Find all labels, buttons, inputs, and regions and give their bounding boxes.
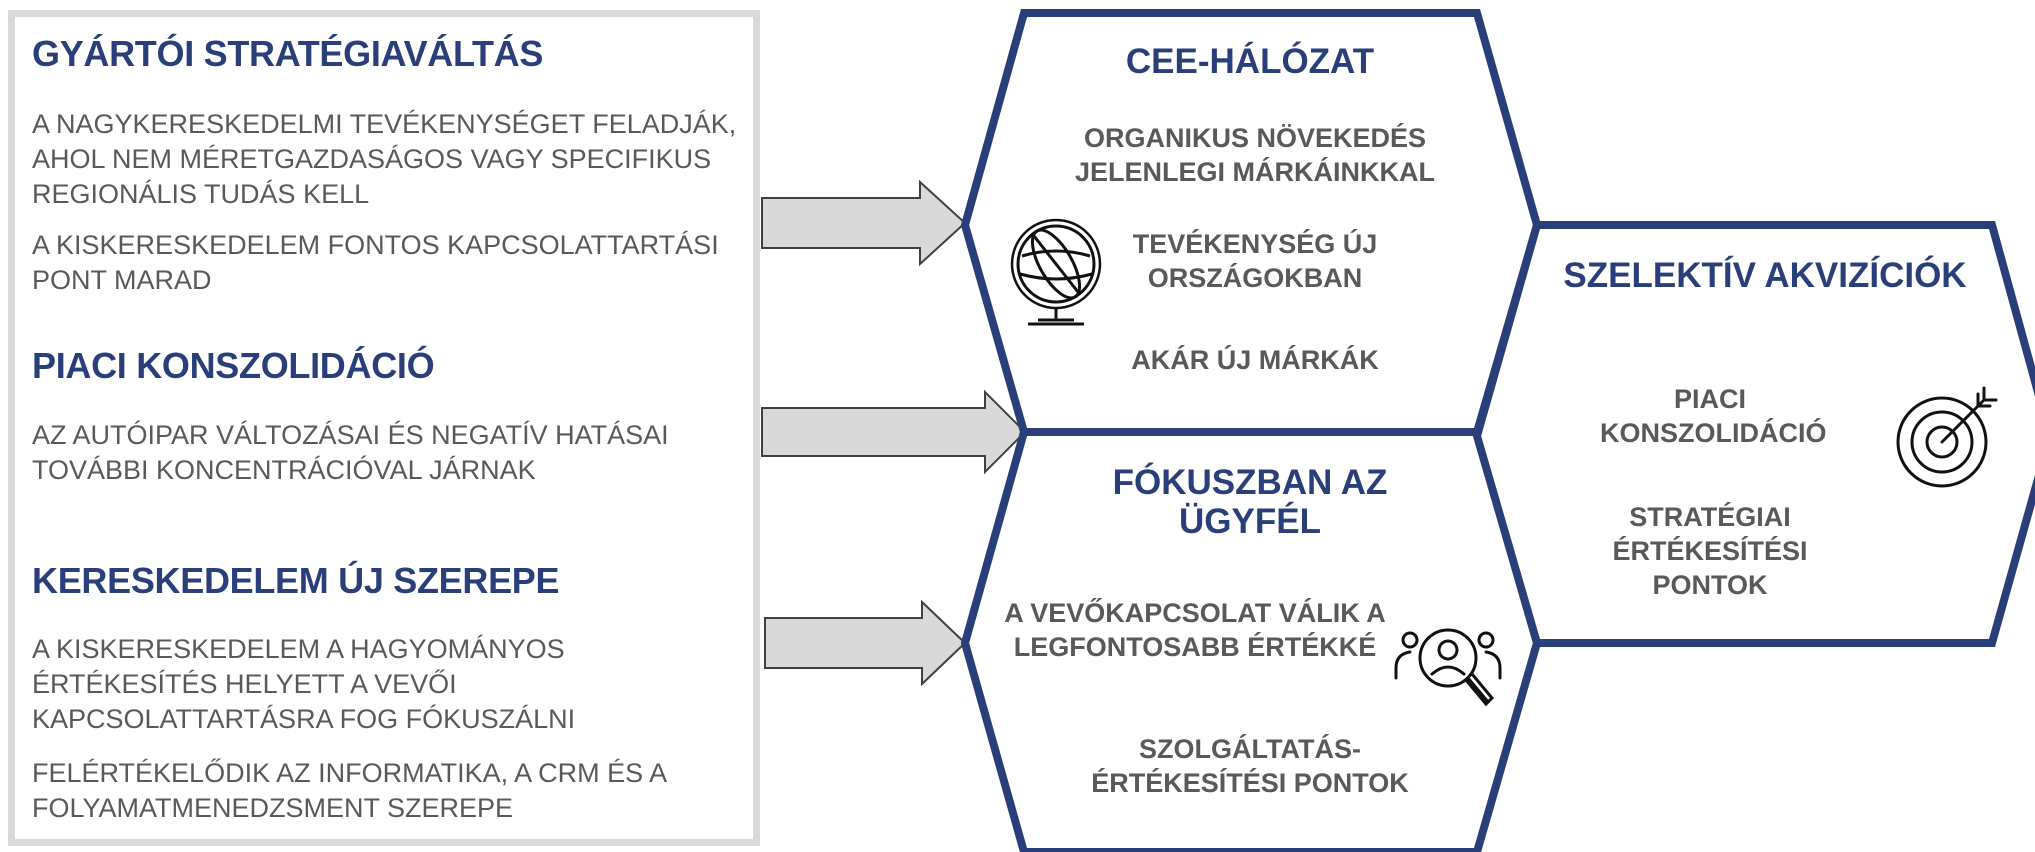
- hex-item: AKÁR ÚJ MÁRKÁK: [1131, 345, 1379, 375]
- hex-title-customer-focus: FÓKUSZBAN AZ ÜGYFÉL: [1112, 463, 1388, 541]
- arrow-1: [761, 179, 967, 267]
- hex-item: SZOLGÁLTATÁS-ÉRTÉKESÍTÉSI PONTOK: [1091, 734, 1409, 798]
- left-panel: [8, 10, 760, 846]
- hex-item: PIACI KONSZOLIDÁCIÓ: [1600, 384, 1827, 448]
- section-paragraph: A NAGYKERESKEDELMI TEVÉKENYSÉGET FELADJÁ…: [32, 109, 737, 209]
- hexagon-selective-acquisitions: [1472, 221, 2035, 647]
- arrow-2: [761, 389, 1027, 475]
- customer-search-icon: [1388, 622, 1508, 717]
- section-paragraph: FELÉRTÉKELŐDIK AZ INFORMATIKA, A CRM ÉS …: [32, 758, 666, 823]
- arrow-3: [764, 599, 967, 687]
- hex-item: STRATÉGIAI ÉRTÉKESÍTÉSI PONTOK: [1612, 502, 1808, 600]
- globe-icon: [1008, 216, 1104, 337]
- hex-title-cee: CEE-HÁLÓZAT: [1125, 42, 1375, 81]
- hex-item: TEVÉKENYSÉG ÚJ ORSZÁGOKBAN: [1132, 229, 1378, 293]
- hex-item: A VEVŐKAPCSOLAT VÁLIK A LEGFONTOSABB ÉRT…: [1004, 598, 1386, 662]
- section-title-new-retail-role: KERESKEDELEM ÚJ SZEREPE: [32, 560, 560, 601]
- section-title-manufacturer-strategy: GYÁRTÓI STRATÉGIAVÁLTÁS: [32, 33, 544, 74]
- hex-item: ORGANIKUS NÖVEKEDÉS JELENLEGI MÁRKÁINKKA…: [1074, 123, 1435, 187]
- section-paragraph: A KISKERESKEDELEM FONTOS KAPCSOLATTARTÁS…: [32, 230, 719, 295]
- section-paragraph: A KISKERESKEDELEM A HAGYOMÁNYOS ÉRTÉKESÍ…: [32, 634, 576, 734]
- section-paragraph: AZ AUTÓIPAR VÁLTOZÁSAI ÉS NEGATÍV HATÁSA…: [32, 420, 669, 485]
- target-icon: [1894, 384, 2002, 497]
- section-title-market-consolidation: PIACI KONSZOLIDÁCIÓ: [32, 345, 435, 386]
- hex-title-selective-acquisitions: SZELEKTÍV AKVIZÍCIÓK: [1563, 256, 1967, 295]
